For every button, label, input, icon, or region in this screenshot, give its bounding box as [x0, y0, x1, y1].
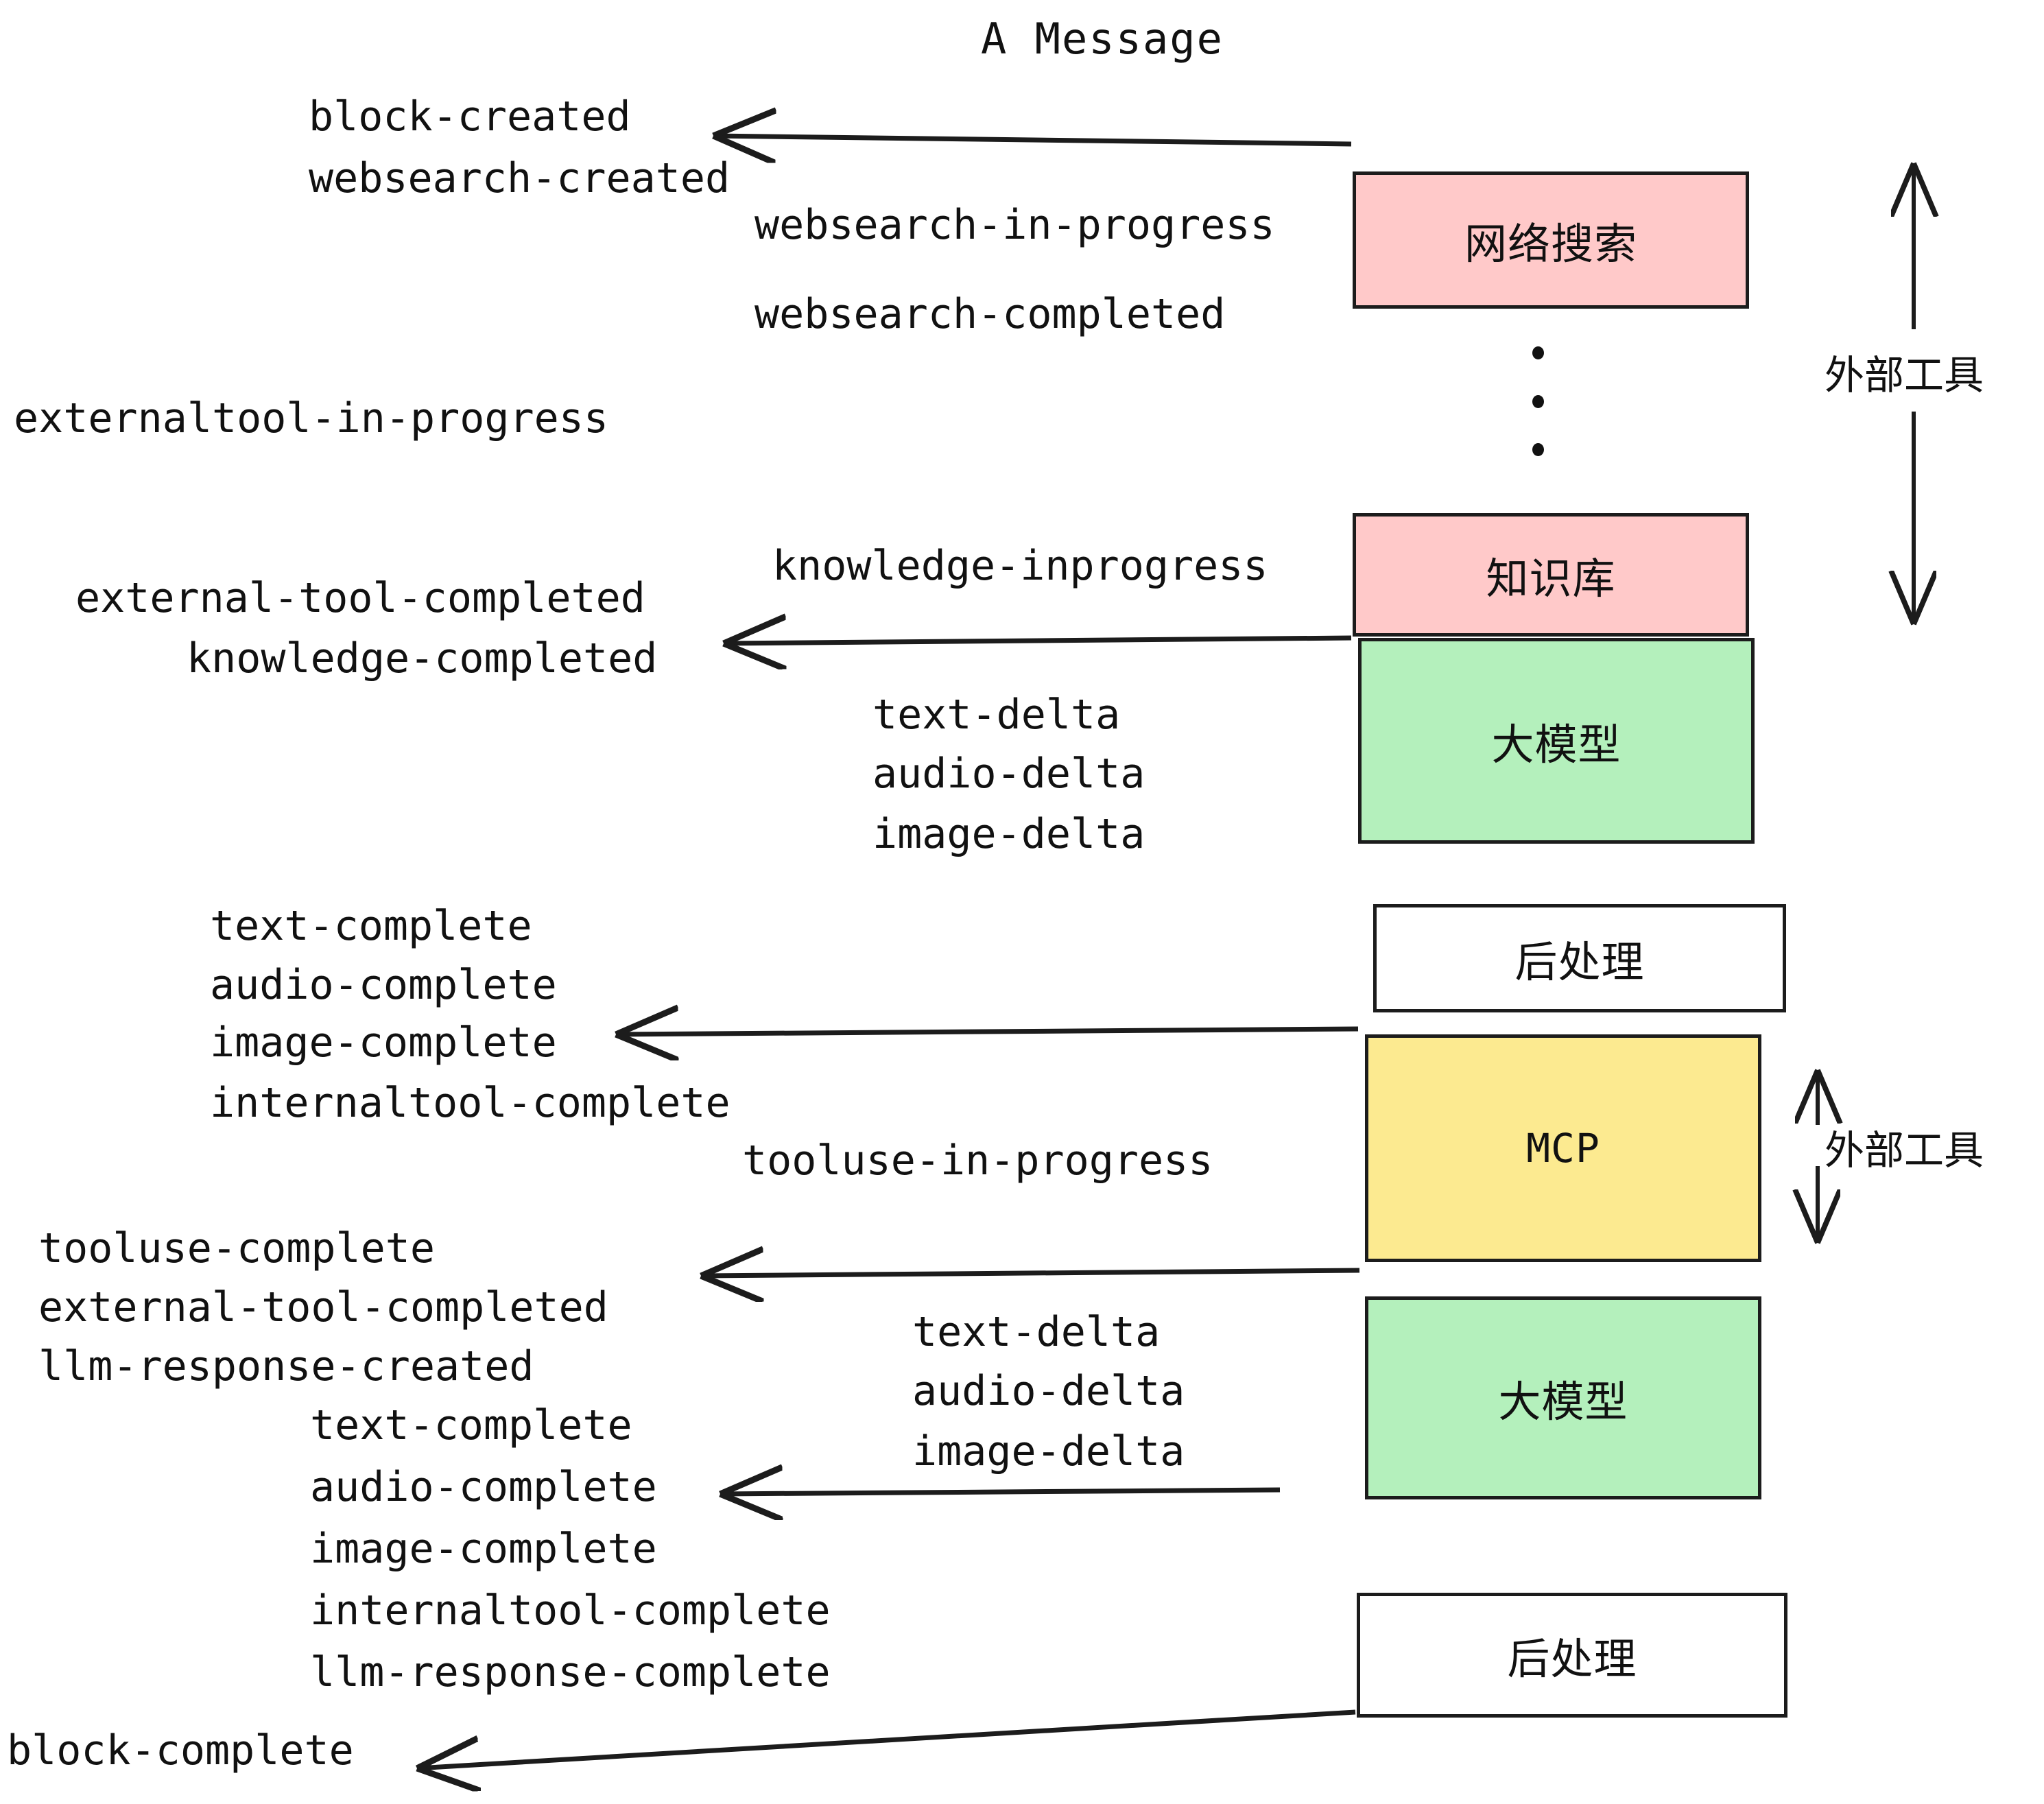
event-label-text-complete-1: text-complete	[210, 902, 532, 950]
event-label-llm-response-complete: llm-response-complete	[310, 1648, 831, 1696]
vertical-ellipsis	[1531, 346, 1545, 456]
stage-box-label: MCP	[1526, 1125, 1600, 1172]
event-label-websearch-completed: websearch-completed	[754, 290, 1226, 338]
stage-box-label: 后处理	[1514, 937, 1645, 987]
event-label-audio-delta-1: audio-delta	[872, 750, 1145, 798]
event-label-websearch-in-progress: websearch-in-progress	[754, 201, 1275, 249]
event-label-internaltool-complete-2: internaltool-complete	[310, 1587, 831, 1635]
stage-box-mcp: MCP	[1365, 1034, 1761, 1262]
stage-box-label: 大模型	[1491, 720, 1621, 770]
stage-box-postprocess-2: 后处理	[1357, 1593, 1787, 1718]
stage-box-knowledge: 知识库	[1353, 513, 1749, 637]
ellipsis-dot	[1532, 443, 1544, 456]
group-label-text: 外部工具	[1825, 352, 1984, 399]
event-label-externaltool-in-progress: externaltool-in-progress	[14, 394, 608, 442]
arrow-websearch-to-created	[713, 136, 1352, 144]
event-label-audio-complete-1: audio-complete	[210, 961, 557, 1009]
stage-box-postprocess-1: 后处理	[1373, 904, 1786, 1012]
group-label-external-tools-top: 外部工具	[1825, 343, 1984, 401]
page-title: A Message	[981, 14, 1224, 64]
event-label-external-tool-completed-2: external-tool-completed	[38, 1283, 608, 1331]
event-label-llm-response-created: llm-response-created	[38, 1342, 534, 1390]
arrow-postprocess-to-image-complete	[616, 1029, 1359, 1034]
event-label-knowledge-completed: knowledge-completed	[187, 634, 658, 683]
event-label-image-delta-2: image-delta	[912, 1427, 1185, 1475]
event-label-knowledge-inprogress: knowledge-inprogress	[772, 542, 1268, 590]
event-label-block-complete: block-complete	[7, 1726, 354, 1775]
arrow-postprocess2-to-block-complete	[417, 1709, 1356, 1768]
stage-box-label: 大模型	[1498, 1377, 1628, 1427]
group-label-external-tools-bottom: 外部工具	[1825, 1118, 1984, 1176]
stage-box-llm-2: 大模型	[1365, 1296, 1761, 1499]
arrow-knowledge-to-completed	[724, 638, 1352, 643]
event-label-image-complete-1: image-complete	[210, 1019, 557, 1067]
event-label-external-tool-completed-1: external-tool-completed	[75, 574, 645, 622]
event-label-image-complete-2: image-complete	[310, 1525, 657, 1573]
event-label-block-created: block-created	[309, 93, 631, 141]
event-label-tooluse-complete: tooluse-complete	[38, 1224, 435, 1272]
stage-box-llm-1: 大模型	[1358, 638, 1755, 844]
arrow-llm2-to-audio-complete	[720, 1490, 1281, 1494]
event-label-audio-delta-2: audio-delta	[912, 1367, 1185, 1415]
event-label-image-delta-1: image-delta	[872, 810, 1145, 858]
ellipsis-dot	[1532, 346, 1544, 359]
event-label-internaltool-complete-1: internaltool-complete	[210, 1079, 730, 1127]
event-label-text-delta-1: text-delta	[872, 691, 1121, 739]
arrow-mcp-to-tooluse-complete	[701, 1270, 1360, 1276]
stage-box-label: 后处理	[1507, 1634, 1637, 1684]
event-label-audio-complete-2: audio-complete	[310, 1463, 657, 1511]
event-label-tooluse-in-progress: tooluse-in-progress	[742, 1137, 1213, 1185]
event-label-websearch-created: websearch-created	[309, 154, 730, 202]
stage-box-websearch: 网络搜索	[1353, 171, 1749, 309]
event-label-text-complete-2: text-complete	[310, 1401, 632, 1449]
stage-box-label: 网络搜索	[1464, 219, 1637, 269]
stage-box-label: 知识库	[1486, 554, 1616, 604]
group-label-text: 外部工具	[1825, 1127, 1984, 1174]
event-label-text-delta-2: text-delta	[912, 1308, 1161, 1356]
ellipsis-dot	[1532, 394, 1544, 408]
